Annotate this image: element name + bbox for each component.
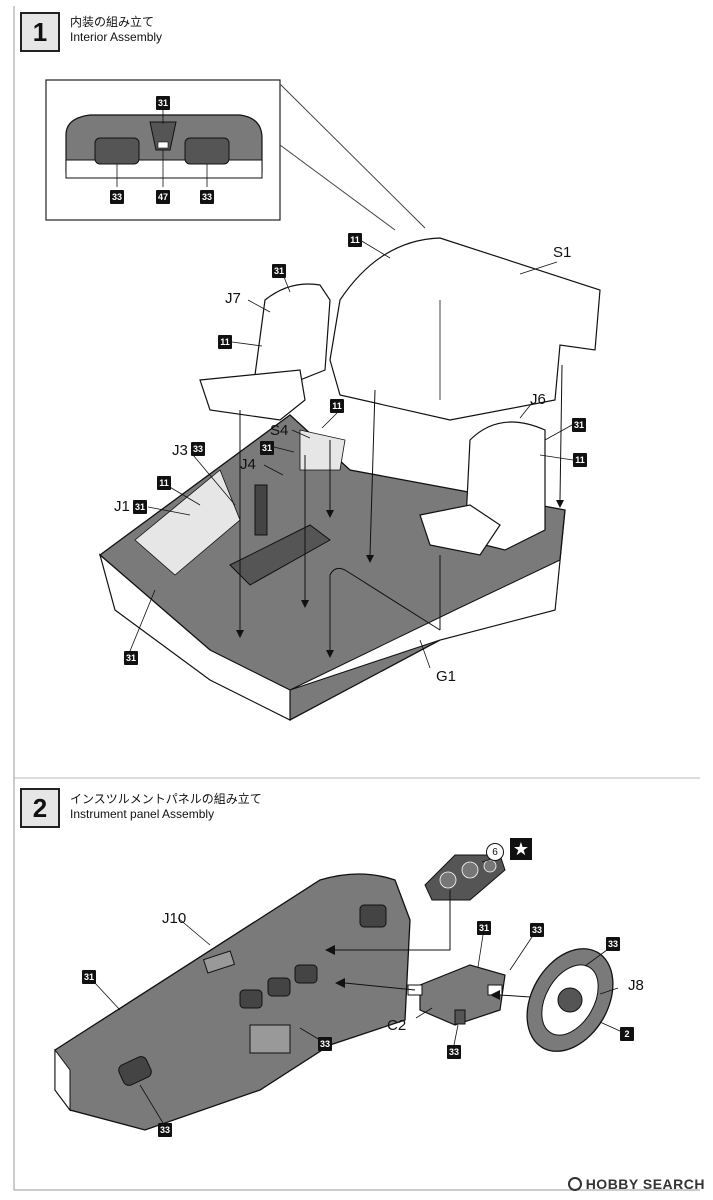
- callout-31-tub: 31: [124, 651, 138, 665]
- callout-33-column-bottom: 33: [447, 1045, 461, 1059]
- label-j8: J8: [628, 977, 644, 994]
- watermark-text: HOBBY SEARCH: [585, 1176, 705, 1192]
- label-j3: J3: [172, 442, 188, 459]
- callout-31-j6: 31: [572, 418, 586, 432]
- callout-31-j7: 31: [272, 264, 286, 278]
- watermark-logo-icon: [567, 1177, 582, 1191]
- dashboard-j10: [54, 873, 411, 1131]
- decal-number-6: 6: [486, 843, 504, 861]
- inset-callout-33-left: 33: [110, 190, 124, 204]
- column-c2: [419, 964, 506, 1026]
- callout-11-left-panel: 11: [157, 476, 171, 490]
- callout-33-wheel: 33: [606, 937, 620, 951]
- step-1-title-en: Interior Assembly: [70, 30, 163, 44]
- inset-callout-47: 47: [156, 190, 170, 204]
- step-2-title: インスツルメントパネルの組み立て Instrument panel Assemb…: [70, 792, 262, 822]
- callout-31-j4: 31: [260, 441, 274, 455]
- callout-31-dashboard: 31: [82, 970, 96, 984]
- step-1-title: 内装の組み立て Interior Assembly: [70, 15, 162, 45]
- step-1-number: 1: [20, 12, 60, 52]
- callout-11-j6: 11: [573, 453, 587, 467]
- star-icon: ★: [510, 838, 532, 860]
- callout-33-vent: 33: [158, 1123, 172, 1137]
- seat-j7: [254, 283, 331, 381]
- label-j6: J6: [530, 391, 546, 408]
- inset-callout-33-right: 33: [200, 190, 214, 204]
- callout-33-center: 33: [318, 1037, 332, 1051]
- callout-11-rear-seat: 11: [348, 233, 362, 247]
- label-j4: J4: [240, 456, 256, 473]
- step-1-title-jp: 内装の組み立て: [70, 15, 155, 29]
- label-j7: J7: [225, 290, 241, 307]
- callout-33-j3: 33: [191, 442, 205, 456]
- label-s1: S1: [553, 244, 572, 261]
- inset-callout-31: 31: [156, 96, 170, 110]
- rear-seat: [329, 237, 601, 421]
- label-g1: G1: [436, 668, 457, 685]
- step-2-title-en: Instrument panel Assembly: [70, 807, 215, 821]
- step-2-title-jp: インスツルメントパネルの組み立て: [70, 792, 262, 806]
- watermark: HOBBY SEARCH: [567, 1176, 705, 1192]
- step-2-number: 2: [20, 788, 60, 828]
- callout-31-column: 31: [477, 921, 491, 935]
- callout-2-wheel: 2: [620, 1027, 634, 1041]
- label-j1: J1: [114, 498, 130, 515]
- callout-33-column-top: 33: [530, 923, 544, 937]
- label-c2: C2: [387, 1017, 407, 1034]
- label-s4: S4: [270, 422, 289, 439]
- label-j10: J10: [162, 910, 187, 927]
- callout-31-j1: 31: [133, 500, 147, 514]
- callout-11-j7: 11: [218, 335, 232, 349]
- callout-11-s4: 11: [330, 399, 344, 413]
